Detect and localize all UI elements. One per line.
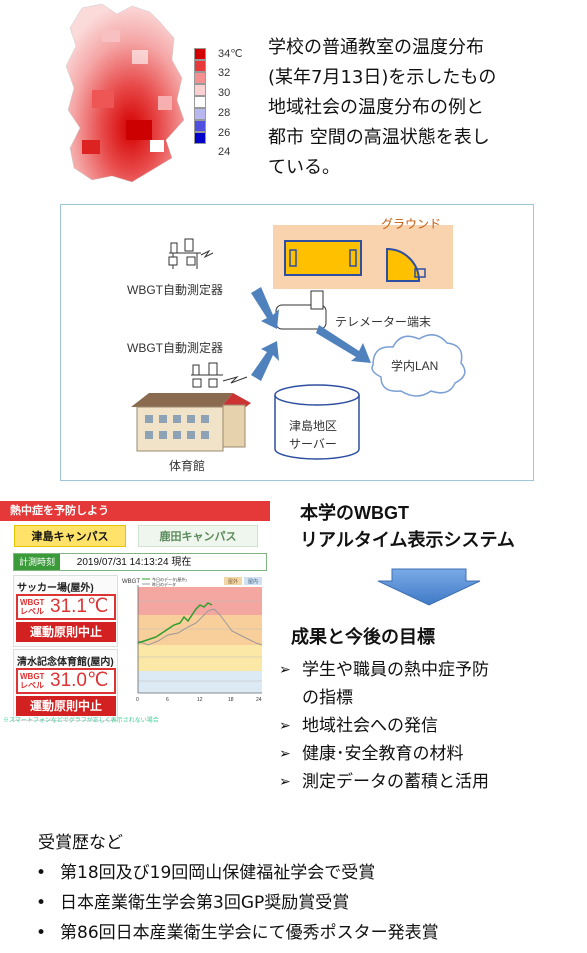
x-tick: 0 — [136, 697, 139, 703]
gym-icon — [131, 393, 251, 452]
goals-heading: 成果と今後の目標 — [291, 627, 435, 647]
lan-cloud-icon — [371, 334, 466, 397]
server-label-1: 津島地区 — [289, 419, 338, 433]
bullet-icon: • — [36, 923, 47, 943]
system-title-line: リアルタイム表示システム — [300, 530, 515, 550]
time-value: 2019/07/31 14:13:24 現在 — [76, 557, 192, 568]
system-diagram: グラウンド WBGT自動測定器 WBGT自動測定器 テレメーター端末 学内LAN… — [60, 204, 534, 481]
down-arrow-icon — [377, 568, 481, 606]
temperature-heatmap — [62, 0, 192, 185]
goal-item: ➢学生や職員の熱中症予防 — [276, 656, 576, 684]
chart-legend-item: 昨日のデータ — [152, 581, 176, 587]
telemeter-label: テレメーター端末 — [335, 315, 432, 329]
legend-swatch — [194, 96, 206, 108]
system-title-line: 本学のWBGT — [300, 503, 409, 523]
legend-swatch — [194, 60, 206, 72]
legend-label: 30 — [218, 87, 231, 99]
chevron-right-icon: ➢ — [279, 662, 291, 678]
status-alert: 運動原則中止 — [16, 622, 116, 642]
location-name: サッカー場(屋外) — [17, 583, 94, 594]
dashboard-note[interactable]: ※スマートフォンなどでグラフが正しく表示されない場合 — [3, 718, 159, 724]
system-title: 本学のWBGT リアルタイム表示システム — [300, 500, 515, 554]
legend-label: 26 — [218, 127, 231, 139]
legend-swatch — [194, 48, 206, 60]
heatmap-graphic — [65, 3, 185, 183]
chevron-right-icon: ➢ — [279, 746, 291, 762]
dashboard-title: 熱中症を予防しよう — [0, 501, 270, 521]
sensor-label-1: WBGT自動測定器 — [127, 283, 223, 297]
goal-item: ➢測定データの蓄積と活用 — [276, 768, 576, 796]
legend-label: 24 — [218, 146, 231, 158]
description-line: ている。 — [268, 157, 340, 178]
track-icon — [386, 247, 421, 282]
legend-label: 32 — [218, 67, 231, 79]
x-tick: 6 — [166, 697, 169, 703]
description-line: 学校の普通教室の温度分布 — [268, 37, 484, 58]
heatmap-description: 学校の普通教室の温度分布 (某年7月13日)を示したもの 地域社会の温度分布の例… — [268, 33, 568, 183]
chevron-right-icon: ➢ — [279, 718, 291, 734]
x-tick: 18 — [228, 697, 234, 703]
wbgt-dashboard: 熱中症を予防しよう 津島キャンパス 鹿田キャンパス 計測時刻 2019/07/3… — [0, 501, 270, 726]
bullet-icon: • — [36, 863, 47, 883]
awards-heading: 受賞歴など — [38, 833, 123, 853]
tab-label: 津島キャンパス — [31, 531, 109, 543]
legend-swatch — [194, 108, 206, 120]
tab-tsushima[interactable]: 津島キャンパス — [14, 525, 126, 547]
server-label-2: サーバー — [289, 437, 337, 451]
lan-label: 学内LAN — [391, 359, 439, 373]
tab-label: 鹿田キャンパス — [159, 531, 237, 543]
description-line: (某年7月13日)を示したもの — [268, 67, 497, 88]
diagram-graphic — [131, 225, 466, 460]
tab-shikata[interactable]: 鹿田キャンパス — [138, 525, 258, 547]
goal-item-continuation: の指標 — [302, 688, 353, 708]
goal-item: ➢健康･安全教育の材料 — [276, 740, 576, 768]
x-tick: 24 — [256, 697, 262, 703]
chevron-right-icon: ➢ — [279, 774, 291, 790]
legend-swatch — [194, 72, 206, 84]
time-tag: 計測時刻 — [14, 554, 61, 570]
status-alert: 運動原則中止 — [16, 696, 116, 716]
goal-item: ➢地域社会への発信 — [276, 712, 576, 740]
sensor-icon-2 — [191, 362, 248, 388]
sensor-label-2: WBGT自動測定器 — [127, 341, 223, 355]
wbgt-chart: WBGT 今日のデータ(屋外) 昨日のデータ 屋外 屋内 0 6 12 18 2… — [122, 575, 268, 715]
telemeter-icon — [275, 290, 327, 330]
description-line: 地域社会の温度分布の例と — [268, 97, 484, 118]
measurement-time: 計測時刻 2019/07/31 14:13:24 現在 — [13, 553, 267, 571]
sensor-icon-1 — [168, 238, 214, 269]
wbgt-value: 31.0℃ — [50, 670, 109, 691]
ground-label: グラウンド — [381, 217, 442, 231]
x-tick: 12 — [197, 697, 203, 703]
bullet-icon: • — [36, 893, 47, 913]
wbgt-value: 31.1℃ — [50, 596, 109, 617]
award-item: •第18回及び19回岡山保健福祉学会で受賞 — [36, 858, 578, 888]
field-icon — [284, 240, 362, 276]
legend-swatch — [194, 84, 206, 96]
legend-swatch — [194, 132, 206, 144]
legend-swatch — [194, 120, 206, 132]
description-line: 都市 空間の高温状態を表し — [268, 127, 490, 148]
award-item: •第86回日本産業衛生学会にて優秀ポスター発表賞 — [36, 918, 578, 948]
award-item: •日本産業衛生学会第3回GP奨励賞受賞 — [36, 888, 578, 918]
legend-label: 28 — [218, 107, 231, 119]
chart-button-indoor: 屋内 — [248, 578, 258, 585]
chart-legend-item: 今日のデータ(屋外) — [152, 576, 187, 582]
chart-axis-label: WBGT — [122, 579, 140, 585]
server-icon — [274, 384, 360, 460]
awards-section: 受賞歴など •第18回及び19回岡山保健福祉学会で受賞 •日本産業衛生学会第3回… — [36, 828, 578, 948]
gym-label: 体育館 — [169, 459, 206, 473]
chart-button-outdoor: 屋外 — [228, 578, 238, 585]
goals-list: ➢学生や職員の熱中症予防 の指標 ➢地域社会への発信 ➢健康･安全教育の材料 ➢… — [276, 656, 576, 796]
legend-label: 34℃ — [218, 48, 243, 60]
location-name: 清水記念体育館(屋内) — [17, 657, 114, 668]
wbgt-chart-graphic: WBGT 今日のデータ(屋外) 昨日のデータ 屋外 屋内 0 6 12 18 2… — [122, 576, 263, 703]
